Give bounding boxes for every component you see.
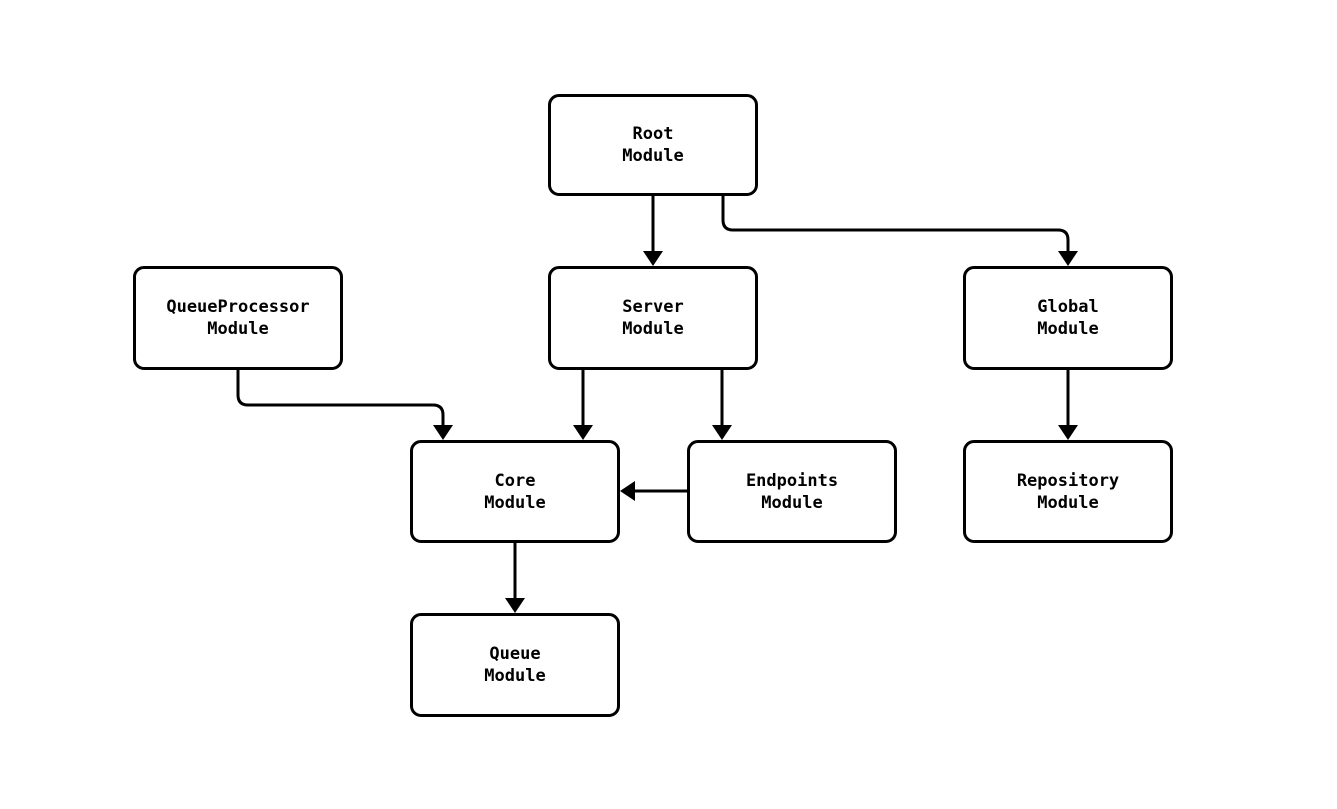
node-core-line1: Core	[494, 470, 536, 491]
node-queue-line1: Queue	[489, 644, 541, 664]
node-server-line2: Module	[622, 319, 684, 339]
edge-queueprocessor-to-core	[236, 370, 445, 430]
arrowhead-root-to-server	[643, 251, 663, 266]
node-repository[interactable]: Repository Module	[963, 440, 1173, 543]
node-endpoints-line1: Endpoints	[745, 470, 839, 491]
node-global-line1: Global	[1037, 297, 1099, 317]
arrowhead-queueprocessor-to-core	[433, 425, 453, 440]
node-queue[interactable]: Queue Module	[410, 613, 620, 717]
node-queue-line2: Module	[484, 666, 546, 686]
arrowhead-global-to-repository	[1058, 425, 1078, 440]
node-server[interactable]: Server Module	[548, 266, 758, 370]
arrowhead-endpoints-to-core	[620, 481, 635, 501]
node-global[interactable]: Global Module	[963, 266, 1173, 370]
node-core-line2: Module	[484, 492, 546, 513]
node-queueprocessor[interactable]: QueueProcessor Module	[133, 266, 343, 370]
arrowhead-server-to-endpoints	[712, 425, 732, 440]
node-root-line1: Root	[632, 124, 674, 144]
arrowhead-core-to-queue	[505, 598, 525, 613]
arrowhead-server-to-core	[573, 425, 593, 440]
node-global-line2: Module	[1037, 319, 1099, 339]
node-repository-line2: Module	[1037, 492, 1099, 513]
node-endpoints-line2: Module	[761, 492, 823, 513]
arrowhead-root-to-global	[1058, 251, 1078, 266]
node-repository-line1: Repository	[1016, 470, 1120, 491]
node-core[interactable]: Core Module	[410, 440, 620, 543]
node-queueprocessor-line1: QueueProcessor	[166, 297, 310, 317]
node-root-line2: Module	[622, 146, 684, 166]
node-endpoints[interactable]: Endpoints Module	[687, 440, 897, 543]
node-root[interactable]: Root Module	[548, 94, 758, 196]
edge-root-to-global	[721, 196, 1070, 256]
node-server-line1: Server	[622, 297, 684, 317]
node-queueprocessor-line2: Module	[207, 319, 269, 339]
